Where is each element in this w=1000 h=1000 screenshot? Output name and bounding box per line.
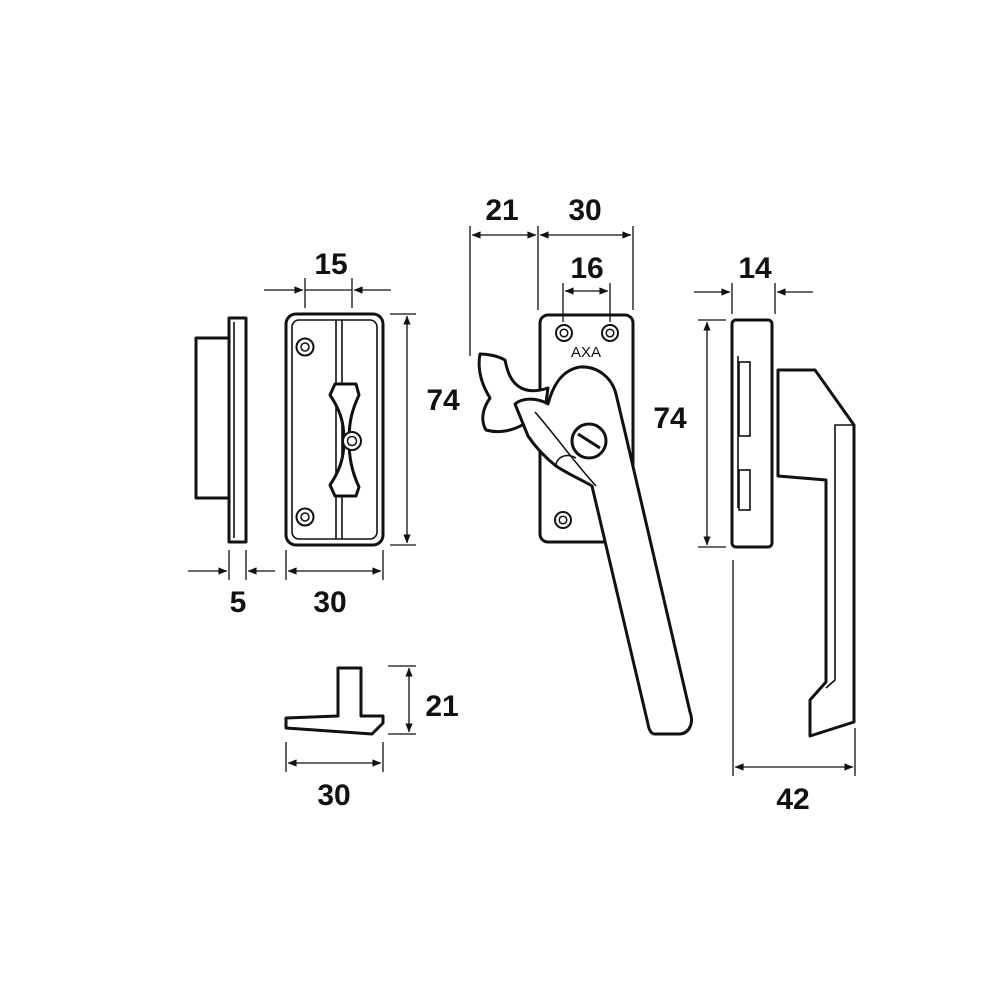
dim-label-side-total: 42: [776, 783, 809, 816]
dim-label-striker-width: 30: [313, 586, 346, 619]
dim-label-striker-depth: 5: [230, 586, 247, 619]
dimension-side-depth: 14: [694, 252, 813, 314]
screw-icon: [342, 431, 362, 451]
dim-label-side-depth: 14: [738, 252, 772, 285]
dim-label-handle-height: 74: [653, 402, 687, 435]
dimension-striker-height: 74: [390, 313, 460, 546]
screw-icon: [555, 324, 573, 342]
spindle-screw-icon: [570, 422, 608, 460]
screw-icon: [554, 511, 572, 529]
dimension-striker-width: 30: [285, 550, 384, 619]
dim-label-handle-width: 30: [568, 194, 601, 227]
dim-label-striker-height: 74: [426, 384, 460, 417]
striker-side-view: [194, 316, 248, 544]
dimension-handle-hook: 21: [469, 194, 539, 356]
dimension-handle-hole-spacing: 16: [562, 252, 611, 322]
dimension-striker-depth: 5: [188, 550, 275, 619]
dimension-handle-height: [698, 319, 726, 548]
dim-label-handle-hole-spacing: 16: [570, 252, 603, 285]
screw-icon: [295, 507, 315, 527]
dimension-wedge-width: 30: [285, 742, 384, 812]
brand-logo: AXA: [571, 344, 601, 361]
screw-icon: [295, 337, 315, 357]
dimension-wedge-height: 21: [388, 665, 459, 735]
screw-icon: [601, 324, 619, 342]
handle-side-view: [730, 318, 856, 738]
dimension-striker-offset: 15: [264, 248, 391, 308]
handle-front-view: AXA: [477, 313, 694, 736]
dim-label-wedge-width: 30: [317, 779, 350, 812]
wedge-part: [284, 666, 385, 736]
dim-label-striker-offset: 15: [314, 248, 347, 281]
dim-label-handle-hook: 21: [485, 194, 518, 227]
dimension-side-total: 42: [732, 560, 856, 816]
striker-front-view: [284, 312, 385, 547]
dimension-handle-width: 30: [539, 194, 634, 310]
dim-label-wedge-height: 21: [425, 690, 458, 723]
